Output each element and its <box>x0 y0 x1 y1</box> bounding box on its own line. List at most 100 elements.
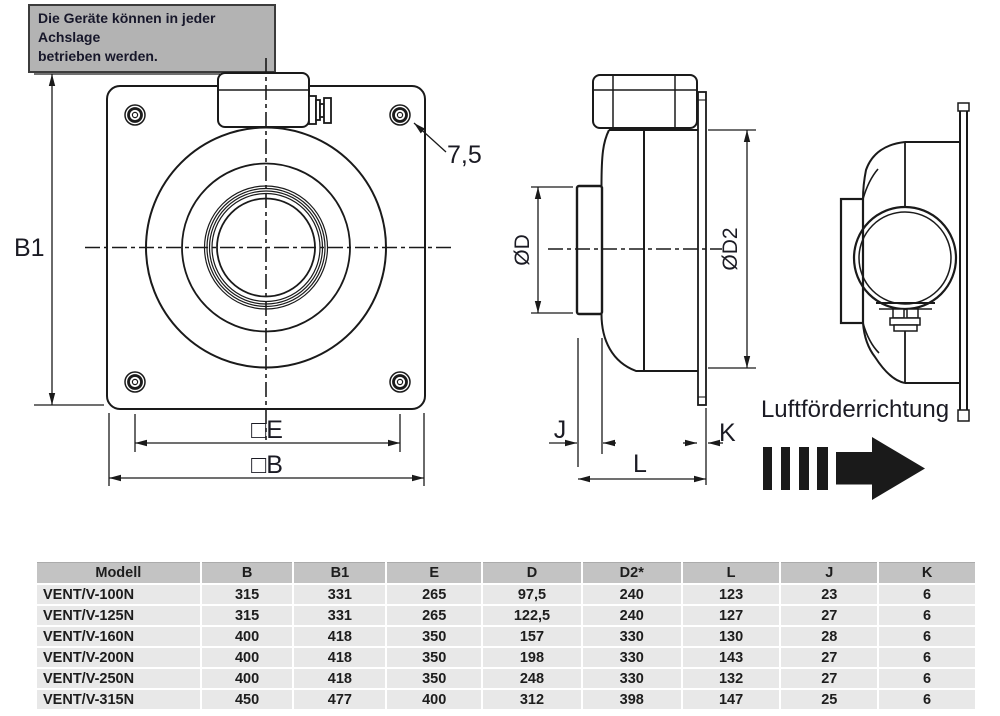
cell: 198 <box>481 646 583 669</box>
col-header-b: B <box>199 562 295 585</box>
dimension-j <box>549 338 616 467</box>
dimension-l <box>578 408 707 485</box>
dim-label-e: □E <box>251 416 283 444</box>
note-line-2: betrieben werden. <box>38 48 158 64</box>
cell: 28 <box>779 625 880 648</box>
col-header-e: E <box>385 562 484 585</box>
model-name: VENT/V-125N <box>35 604 202 627</box>
cell: 97,5 <box>481 583 583 606</box>
table-row: VENT/V-200N 400 418 350 198 330 143 27 6 <box>35 646 977 669</box>
note-box: Die Geräte können in jeder Achslage betr… <box>28 4 276 73</box>
model-name: VENT/V-160N <box>35 625 202 648</box>
table-row: VENT/V-125N 315 331 265 122,5 240 127 27… <box>35 604 977 627</box>
cell: 350 <box>385 646 484 669</box>
cell: 23 <box>779 583 880 606</box>
airflow-label: Luftförderrichtung <box>761 396 949 423</box>
cell: 6 <box>877 646 977 669</box>
cell: 248 <box>481 667 583 690</box>
cell: 6 <box>877 583 977 606</box>
cell: 418 <box>292 625 388 648</box>
motor-housing <box>852 205 958 311</box>
col-header-modell: Modell <box>35 562 202 585</box>
cell: 450 <box>199 688 295 711</box>
cell: 477 <box>292 688 388 711</box>
cell: 6 <box>877 625 977 648</box>
mounting-holes <box>124 104 411 393</box>
dim-label-j: J <box>554 416 567 444</box>
table-row: VENT/V-315N 450 477 400 312 398 147 25 6 <box>35 688 977 711</box>
dim-label-b: □B <box>251 451 283 479</box>
cell: 331 <box>292 604 388 627</box>
cell: 398 <box>580 688 683 711</box>
cell: 400 <box>199 667 295 690</box>
cell: 27 <box>779 667 880 690</box>
cell: 400 <box>385 688 484 711</box>
cell: 418 <box>292 667 388 690</box>
hole-leader-line <box>413 122 447 153</box>
dim-label-d2: ØD2 <box>719 227 742 270</box>
side-view: ØD ØD2 J L <box>511 74 756 485</box>
cell: 315 <box>199 604 295 627</box>
cell: 130 <box>680 625 782 648</box>
note-line-1: Die Geräte können in jeder Achslage <box>38 10 216 45</box>
dim-label-hole: 7,5 <box>447 141 482 169</box>
col-header-k: K <box>877 562 977 585</box>
dimensions-table: Modell B B1 E D D2* L J K VENT/V-100N 31… <box>35 562 977 711</box>
table-header-row: Modell B B1 E D D2* L J K <box>35 562 977 585</box>
dimension-b <box>108 413 425 486</box>
cell: 330 <box>580 667 683 690</box>
col-header-l: L <box>680 562 782 585</box>
dim-label-d: ØD <box>511 234 534 266</box>
cell: 330 <box>580 646 683 669</box>
cell: 265 <box>385 583 484 606</box>
cell: 27 <box>779 604 880 627</box>
cell: 6 <box>877 667 977 690</box>
motor-terminal <box>889 308 921 332</box>
dimension-b1 <box>34 73 222 406</box>
cell: 27 <box>779 646 880 669</box>
cell: 147 <box>680 688 782 711</box>
cell: 143 <box>680 646 782 669</box>
cell: 400 <box>199 646 295 669</box>
col-header-d: D <box>481 562 583 585</box>
cell: 418 <box>292 646 388 669</box>
col-header-b1: B1 <box>292 562 388 585</box>
cell: 315 <box>199 583 295 606</box>
fan-body-rear <box>862 141 960 384</box>
col-header-d2: D2* <box>580 562 683 585</box>
cell: 350 <box>385 625 484 648</box>
model-name: VENT/V-200N <box>35 646 202 669</box>
table-row: VENT/V-160N 400 418 350 157 330 130 28 6 <box>35 625 977 648</box>
centerlines-front <box>85 58 455 440</box>
junction-box-side <box>592 74 698 129</box>
inlet-spigot-rear <box>839 197 865 325</box>
junction-box-front <box>217 72 310 128</box>
table-row: VENT/V-100N 315 331 265 97,5 240 123 23 … <box>35 583 977 606</box>
airflow: Luftförderrichtung <box>761 396 949 500</box>
cell: 240 <box>580 604 683 627</box>
cell: 123 <box>680 583 782 606</box>
inlet-spigot-side <box>575 184 604 316</box>
cell: 6 <box>877 604 977 627</box>
dimension-d2 <box>708 129 756 369</box>
cell: 157 <box>481 625 583 648</box>
cell: 25 <box>779 688 880 711</box>
model-name: VENT/V-100N <box>35 583 202 606</box>
fan-body-side <box>600 129 698 372</box>
cell: 350 <box>385 667 484 690</box>
col-header-j: J <box>779 562 880 585</box>
cable-gland <box>308 95 332 125</box>
cell: 127 <box>680 604 782 627</box>
mounting-plate-rear <box>957 102 970 422</box>
table-row: VENT/V-250N 400 418 350 248 330 132 27 6 <box>35 667 977 690</box>
cell: 400 <box>199 625 295 648</box>
dim-label-l: L <box>633 450 647 478</box>
dim-label-b1: B1 <box>14 234 45 262</box>
front-view: B1 7,5 □E □B <box>14 58 482 486</box>
technical-drawing: B1 7,5 □E □B <box>14 58 970 500</box>
dimension-d <box>531 186 573 314</box>
cell: 331 <box>292 583 388 606</box>
cell: 330 <box>580 625 683 648</box>
cell: 312 <box>481 688 583 711</box>
